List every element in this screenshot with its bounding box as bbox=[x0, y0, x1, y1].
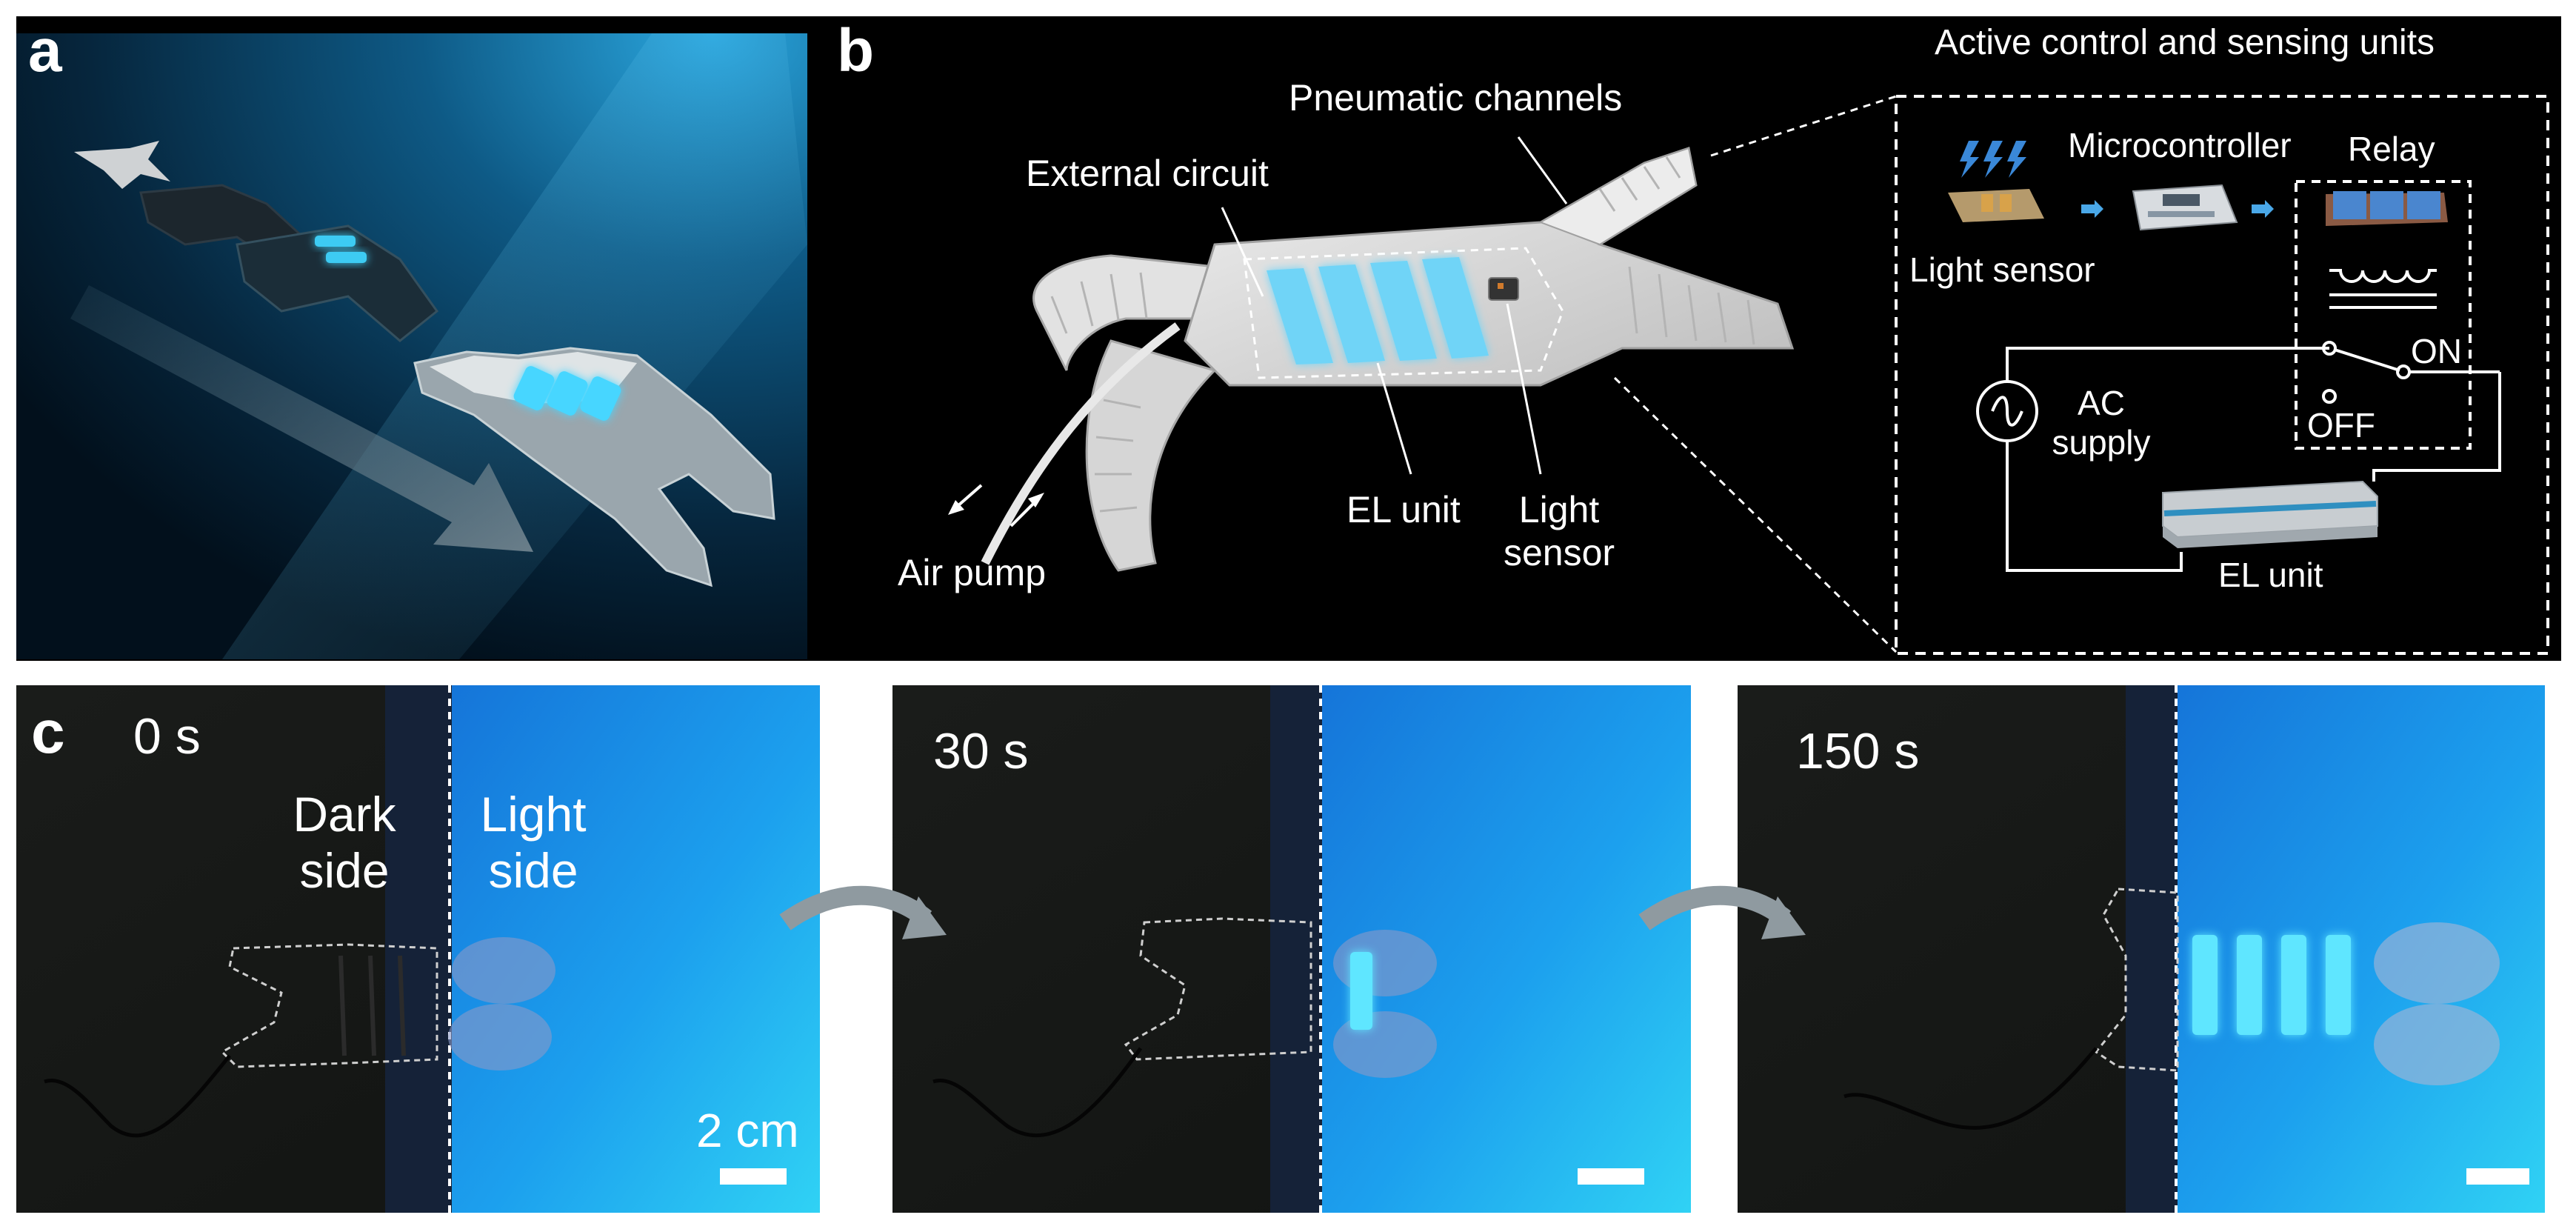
inset-el-unit: EL unit bbox=[2218, 556, 2323, 594]
label-air-pump: Air pump bbox=[898, 552, 1047, 593]
el-glow-frame-3 bbox=[2192, 935, 2351, 1035]
scale-bar-2 bbox=[1578, 1168, 1644, 1185]
gripper-3 bbox=[236, 224, 439, 342]
label-el-unit: EL unit bbox=[1347, 489, 1461, 530]
inset-microcontroller: Microcontroller bbox=[2068, 126, 2292, 164]
spotlight-beam bbox=[222, 33, 807, 659]
frame-arrow-2 bbox=[1638, 885, 1792, 930]
inset-ac-supply: AC supply bbox=[2052, 384, 2151, 462]
label-scale-bar: 2 cm bbox=[696, 1104, 799, 1157]
frame-arrow-1-head bbox=[902, 896, 947, 939]
frame-3-time: 150 s bbox=[1796, 723, 1920, 779]
panel-b-inset bbox=[1895, 95, 2549, 655]
label-external-circuit: External circuit bbox=[1026, 153, 1269, 194]
gripper-3-el bbox=[315, 236, 356, 247]
gripper-large-el-units bbox=[513, 366, 621, 421]
label-dark-side: Dark side bbox=[293, 787, 396, 898]
scale-bar-1 bbox=[720, 1168, 787, 1185]
label-pneumatic-channels: Pneumatic channels bbox=[1289, 77, 1623, 119]
panel-b-letter: b bbox=[837, 17, 875, 84]
gripper-large bbox=[413, 347, 775, 587]
frame-arrow-1 bbox=[779, 885, 932, 930]
scale-bar-3 bbox=[2466, 1168, 2529, 1185]
inset-relay: Relay bbox=[2348, 130, 2435, 168]
label-light-sensor: Light sensor bbox=[1503, 489, 1615, 573]
frame-arrow-2-head bbox=[1761, 896, 1806, 939]
motion-arrow bbox=[70, 285, 533, 552]
gripper-3-el-2 bbox=[326, 252, 367, 263]
label-light-side: Light side bbox=[480, 787, 587, 898]
panel-b-gripper bbox=[948, 95, 1898, 653]
gripper-small-1 bbox=[74, 141, 170, 189]
panel-c-frame-1 bbox=[16, 685, 820, 1213]
panel-c-letter: c bbox=[31, 699, 65, 766]
panel-a-letter: a bbox=[28, 17, 62, 84]
inset-light-sensor: Light sensor bbox=[1909, 250, 2095, 289]
frame-1-time: 0 s bbox=[133, 708, 201, 765]
inset-off: OFF bbox=[2307, 406, 2375, 444]
panel-c-frame-3 bbox=[1738, 685, 2545, 1213]
el-glow-frame-2 bbox=[1350, 952, 1372, 1030]
inset-title: Active control and sensing units bbox=[1935, 23, 2435, 62]
inset-on: ON bbox=[2411, 332, 2462, 370]
panel-c-frame-2 bbox=[892, 685, 1691, 1213]
frame-2-time: 30 s bbox=[933, 723, 1029, 779]
